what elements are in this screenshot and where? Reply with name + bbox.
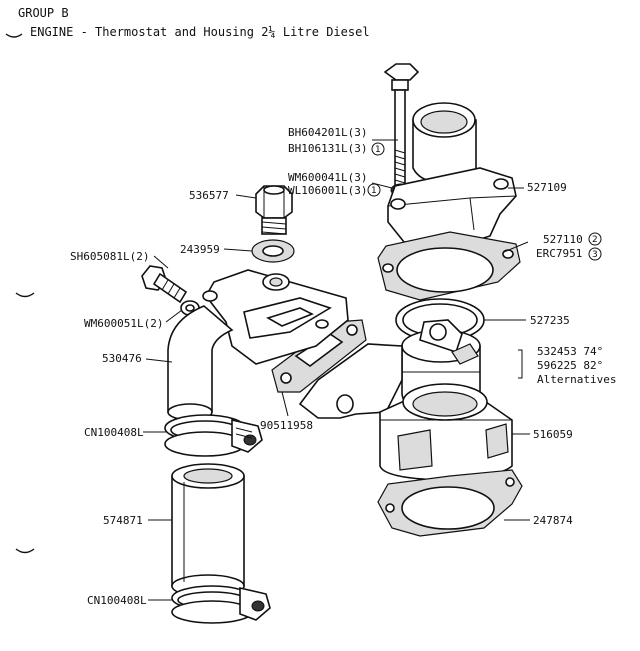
circled-ref-3 — [588, 247, 602, 261]
outlet-elbow-527109 — [387, 102, 517, 247]
label-90511958: 90511958 — [260, 419, 313, 432]
label-alternatives: Alternatives — [537, 373, 616, 386]
label-bh604201: BH604201L(3) — [288, 126, 367, 139]
label-erc7951: ERC7951 — [536, 247, 582, 260]
hose-clip-top — [164, 414, 263, 457]
gasket-527110 — [377, 231, 521, 301]
label-243959: 243959 — [180, 243, 220, 256]
label-sh605081: SH605081L(2) — [70, 250, 149, 263]
label-527235: 527235 — [530, 314, 570, 327]
label-530476: 530476 — [102, 352, 142, 365]
circled-ref-1-b-text: 1 — [371, 186, 377, 196]
gasket-90511958 — [271, 319, 367, 393]
label-bh106131: BH106131L(3) — [288, 142, 367, 155]
long-bolt — [383, 63, 420, 187]
label-247874: 247874 — [533, 514, 573, 527]
hose-574871 — [171, 463, 245, 598]
filler-plug-536577 — [255, 185, 293, 235]
group-heading: GROUP B — [18, 6, 69, 20]
circled-ref-1-b — [367, 183, 381, 197]
gasket-247874 — [377, 469, 523, 537]
label-wm600051: WM600051L(2) — [84, 317, 163, 330]
water-outlet-elbow-530476 — [167, 269, 349, 421]
label-536577: 536577 — [189, 189, 229, 202]
label-574871: 574871 — [103, 514, 143, 527]
hose-clip-bottom — [171, 585, 271, 624]
circled-ref-3-text: 3 — [592, 250, 598, 260]
margin-mark-top — [5, 33, 23, 38]
label-527109: 527109 — [527, 181, 567, 194]
label-cn100408-top: CN100408L — [84, 426, 144, 439]
label-cn100408-bottom: CN100408L — [87, 594, 147, 607]
label-527110: 527110 — [543, 233, 583, 246]
label-516059: 516059 — [533, 428, 573, 441]
circled-ref-1-a-text: 1 — [375, 145, 381, 155]
page-title: ENGINE - Thermostat and Housing 2¼ Litre… — [30, 25, 370, 39]
sealing-washer-243959 — [251, 239, 295, 263]
margin-mark-bottom — [15, 548, 35, 554]
margin-mark-middle — [15, 292, 35, 298]
label-wm600041: WM600041L(3) — [288, 171, 367, 184]
label-532453: 532453 74° — [537, 345, 603, 358]
label-wl106001: WL106001L(3) — [288, 184, 367, 197]
circled-ref-2 — [588, 232, 602, 246]
circled-ref-1-a — [371, 142, 385, 156]
set-bolt-sh605081 — [141, 265, 188, 304]
circled-ref-2-text: 2 — [592, 235, 598, 245]
label-596225: 596225 82° — [537, 359, 603, 372]
